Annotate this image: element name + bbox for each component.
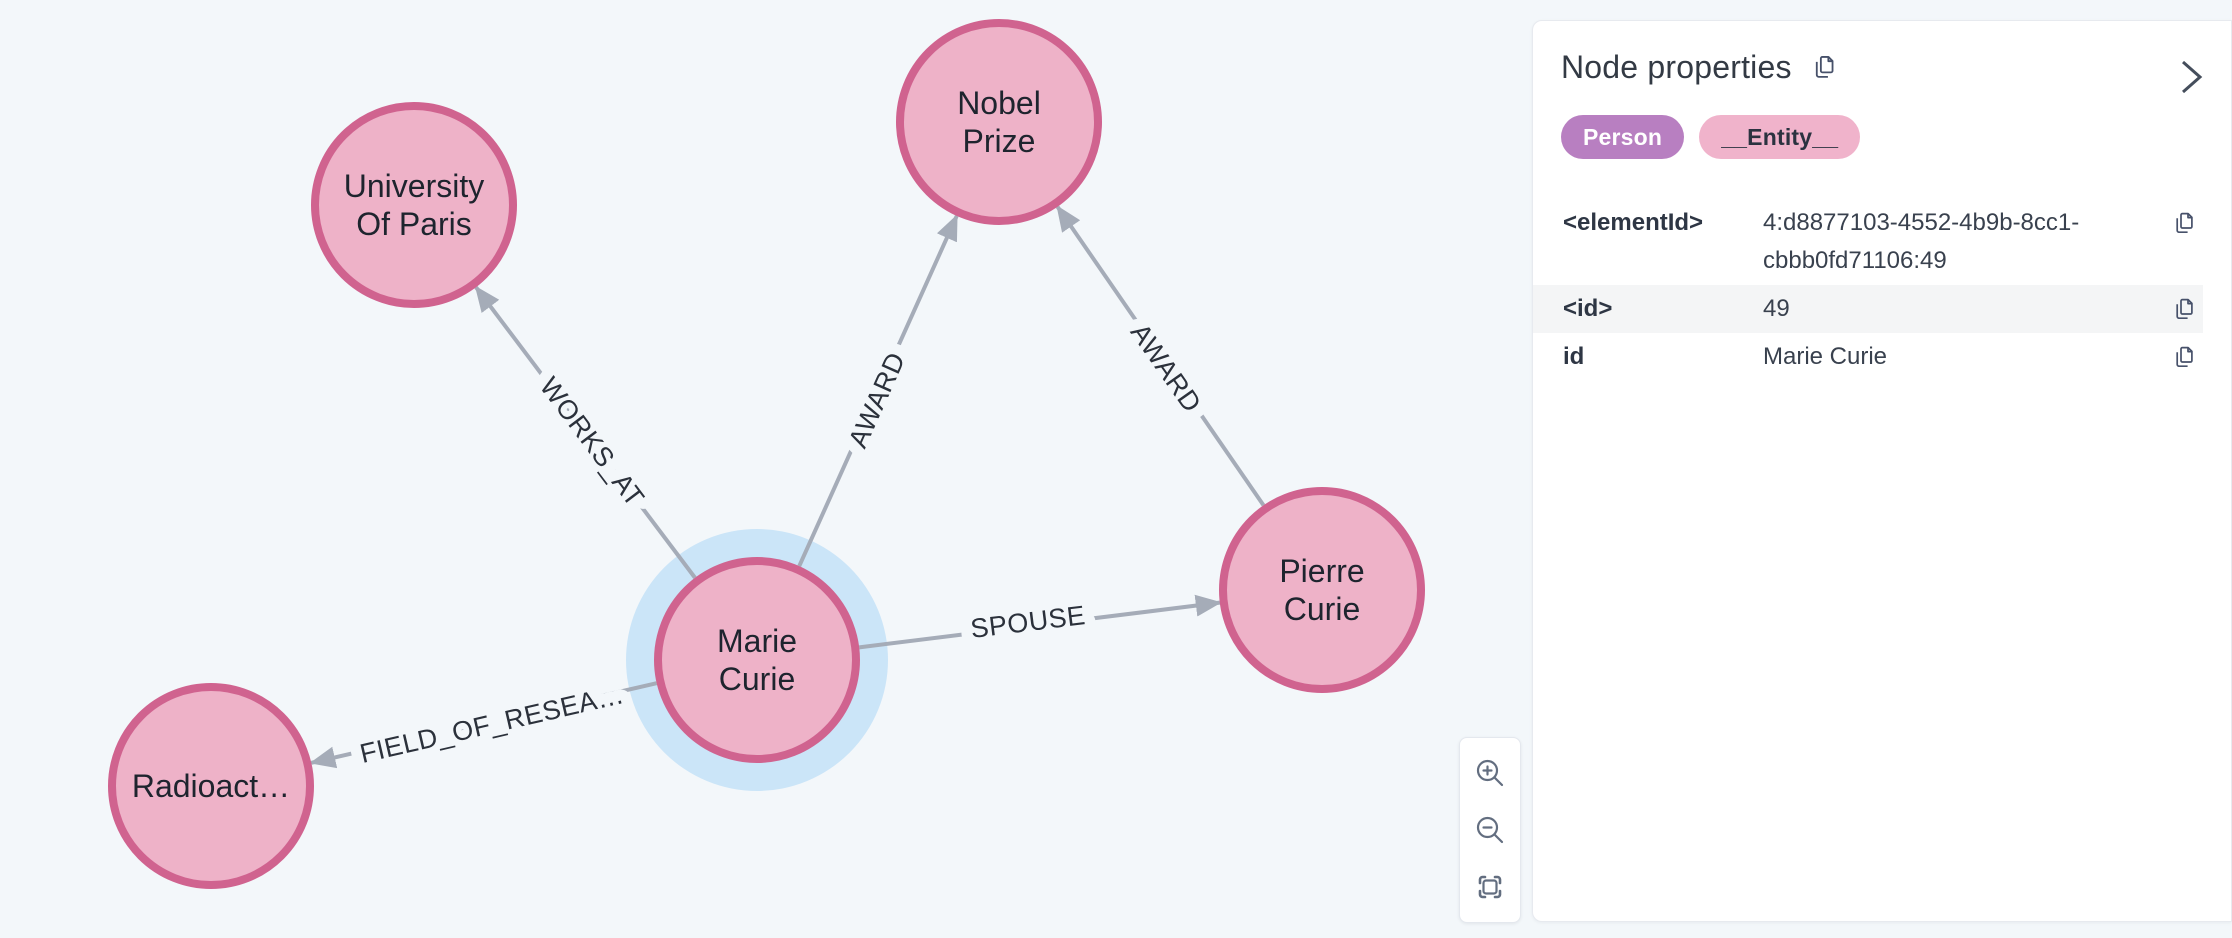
label-badge-person: Person <box>1561 115 1685 159</box>
edge-label: FIELD_OF_RESEA… <box>357 679 627 769</box>
label-badge-entity: __Entity__ <box>1699 115 1861 159</box>
graph-edge-spouse[interactable]: SPOUSE <box>858 589 1222 655</box>
graph-node-radioactivity[interactable]: Radioact… <box>108 683 314 889</box>
panel-title: Node properties <box>1561 48 1792 85</box>
property-value: 49 <box>1763 295 1790 322</box>
zoom-in-button[interactable] <box>1469 752 1511 794</box>
properties-table: <elementId> 4:d8877103-4552-4b9b-8cc1-cb… <box>1533 199 2203 381</box>
zoom-toolbar <box>1459 737 1521 923</box>
node-labels: Person __Entity__ <box>1561 115 2203 159</box>
property-row-elementid: <elementId> 4:d8877103-4552-4b9b-8cc1-cb… <box>1533 199 2203 285</box>
node-properties-panel: Node properties Person __Entity__ <eleme… <box>1532 20 2232 922</box>
copy-property-button[interactable] <box>2163 204 2203 242</box>
fit-to-screen-icon <box>1478 876 1502 899</box>
property-key: <elementId> <box>1563 209 1704 236</box>
edge-label: AWARD <box>843 348 911 452</box>
property-key: <id> <box>1563 295 1613 322</box>
edge-label: AWARD <box>1125 318 1208 418</box>
copy-icon <box>1815 56 1834 78</box>
property-row-id-internal: <id> 49 <box>1533 285 2203 333</box>
chevron-right-icon <box>2182 60 2203 94</box>
zoom-out-button[interactable] <box>1469 809 1511 851</box>
node-label: Radioact… <box>132 768 290 804</box>
copy-icon <box>2176 346 2193 368</box>
graph-edge-award[interactable]: AWARD <box>797 214 959 567</box>
property-row-id: id Marie Curie <box>1533 333 2203 381</box>
copy-property-button[interactable] <box>2163 290 2203 328</box>
panel-header: Node properties <box>1561 45 2203 89</box>
copy-icon <box>2176 212 2193 234</box>
property-value: Marie Curie <box>1763 343 1888 370</box>
graph-edge-field-of-resea[interactable]: FIELD_OF_RESEA… <box>309 668 658 780</box>
property-key: id <box>1563 343 1585 370</box>
copy-property-button[interactable] <box>2163 338 2203 376</box>
property-value: 4:d8877103-4552-4b9b-8cc1-cbbb0fd71106:4… <box>1763 209 2080 274</box>
collapse-panel-button[interactable] <box>2171 55 2211 99</box>
copy-icon <box>2176 298 2193 320</box>
graph-edge-works-at[interactable]: WORKS_AT <box>474 285 697 579</box>
copy-all-properties-button[interactable] <box>1808 52 1838 82</box>
zoom-in-icon <box>1476 759 1504 786</box>
zoom-out-icon <box>1476 816 1504 844</box>
fit-to-screen-button[interactable] <box>1469 866 1511 908</box>
edge-label: SPOUSE <box>969 600 1087 644</box>
edge-label: WORKS_AT <box>534 372 650 513</box>
graph-edge-award[interactable]: AWARD <box>1055 205 1266 507</box>
